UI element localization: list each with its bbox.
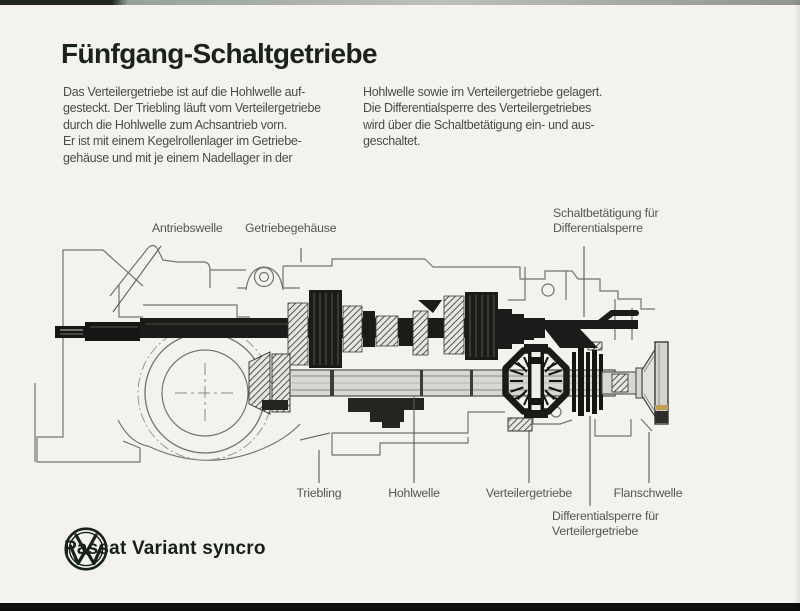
footer-brand-text: Passat Variant syncro (64, 538, 266, 559)
photo-top-strip (0, 0, 800, 5)
intro-right-column: Hohlwelle sowie im Verteilergetriebe gel… (363, 84, 659, 150)
intro-line: Die Differentialsperre des Verteilergetr… (363, 101, 592, 116)
intro-left-column: Das Verteilergetriebe ist auf die Hohlwe… (63, 84, 359, 166)
label-schaltbetaetigung: Schaltbetätigung für Differentialsperre (553, 206, 659, 236)
label-verteilergetriebe: Verteilergetriebe (485, 486, 573, 500)
bolt-lug (253, 266, 275, 288)
flange-shaft (601, 341, 669, 425)
photo-edge-shade (794, 0, 800, 611)
label-hohlwelle: Hohlwelle (388, 486, 440, 500)
photo-bottom-bar (0, 603, 800, 611)
label-triebling: Triebling (296, 486, 342, 500)
intro-line: Er ist mit einem Kegelrollenlager im Get… (63, 134, 302, 149)
housing-outline (34, 244, 655, 463)
label-differentialsperre-line1: Differentialsperre für (552, 509, 659, 523)
lower-gear-components (262, 398, 424, 428)
hollow-shaft (289, 369, 616, 397)
intro-line: geschaltet. (363, 134, 421, 149)
label-antriebswelle: Antriebswelle (152, 221, 223, 235)
leader-lines (112, 245, 650, 506)
label-differentialsperre: Differentialsperre für Verteilergetriebe (552, 509, 659, 539)
footer-brand-row: Passat Variant syncro (64, 527, 266, 571)
vw-logo-icon (64, 527, 108, 571)
intro-line: Hohlwelle sowie im Verteilergetriebe gel… (363, 85, 603, 99)
shift-actuator (540, 310, 639, 348)
intro-line: durch die Hohlwelle zum Achsantrieb vorn… (63, 117, 287, 132)
label-schaltbetaetigung-line2: Differentialsperre (553, 221, 643, 235)
transfer-differential (502, 344, 570, 418)
label-schaltbetaetigung-line1: Schaltbetätigung für (553, 206, 659, 220)
intro-line: Das Verteilergetriebe ist auf die Hohlwe… (63, 85, 305, 99)
intro-line: wird über die Schaltbetätigung ein- und … (363, 117, 595, 132)
page-title: Fünfgang-Schaltgetriebe (61, 38, 378, 69)
label-getriebegehaeuse: Getriebegehäuse (245, 221, 337, 235)
pinion-triebling (248, 351, 291, 415)
intro-line: gehäuse und mit je einem Nadellager in d… (63, 150, 293, 165)
gear-train (287, 290, 534, 368)
label-differentialsperre-line2: Verteilergetriebe (552, 524, 639, 538)
label-flanschwelle: Flanschwelle (613, 486, 683, 500)
intro-line: gesteckt. Der Triebling läuft vom Vertei… (63, 101, 321, 116)
